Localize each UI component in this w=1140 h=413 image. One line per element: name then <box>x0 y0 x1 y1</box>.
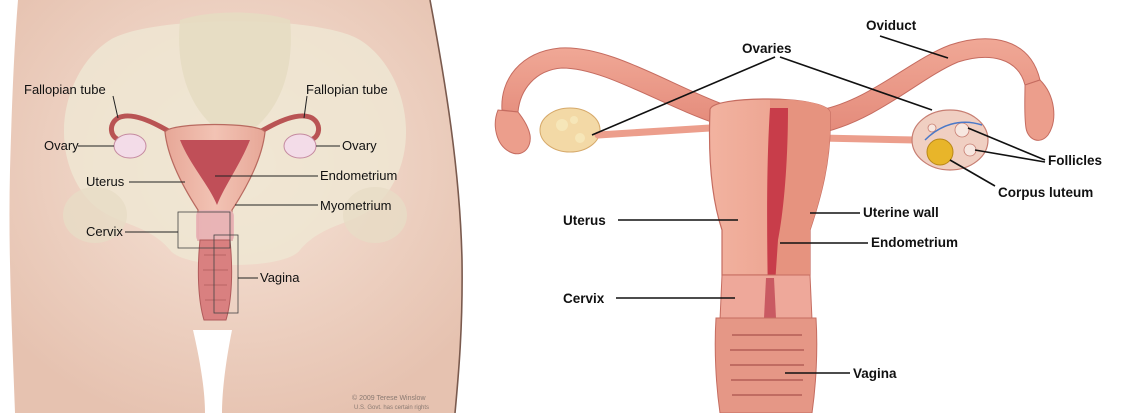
left-anatomy-panel: Fallopian tube Fallopian tube Ovary Ovar… <box>0 0 470 413</box>
label-corpus-luteum: Corpus luteum <box>998 185 1093 200</box>
follicle-shape-1 <box>955 123 969 137</box>
ovary-right-shape <box>284 134 316 158</box>
fimbriae-right <box>1025 80 1054 140</box>
label-uterus-right: Uterus <box>563 213 606 228</box>
label-endometrium: Endometrium <box>320 168 397 183</box>
label-ovary-right: Ovary <box>342 138 377 153</box>
right-anatomy-panel: Ovaries Oviduct Follicles Corpus luteum … <box>470 0 1140 413</box>
cervix-canal <box>764 278 776 318</box>
ovary-left-shape <box>114 134 146 158</box>
follicle-shape-3 <box>928 124 936 132</box>
corpus-luteum-shape <box>927 139 953 165</box>
label-fallopian-tube-left: Fallopian tube <box>24 82 106 97</box>
left-anatomy-svg: Fallopian tube Fallopian tube Ovary Ovar… <box>0 0 470 413</box>
label-oviduct: Oviduct <box>866 18 917 33</box>
follicle-shape-2 <box>964 144 976 156</box>
copyright-text: © 2009 Terese Winslow <box>352 394 426 402</box>
label-endometrium-right: Endometrium <box>871 235 958 250</box>
label-ovary-left: Ovary <box>44 138 79 153</box>
vagina-shape <box>198 240 231 320</box>
label-follicles: Follicles <box>1048 153 1102 168</box>
cervix-shape <box>196 210 234 242</box>
leader-oviduct <box>880 36 948 58</box>
label-fallopian-tube-right: Fallopian tube <box>306 82 388 97</box>
copyright-note: U.S. Govt. has certain rights <box>354 405 429 411</box>
ovary-left-follicle-3 <box>570 116 578 124</box>
right-anatomy-svg: Ovaries Oviduct Follicles Corpus luteum … <box>470 0 1140 413</box>
ovary-left-follicle-1 <box>556 119 568 131</box>
oviduct-left-shape <box>502 48 725 125</box>
ligament-right <box>820 138 915 140</box>
label-vagina: Vagina <box>260 270 300 285</box>
ligament-left <box>598 128 710 135</box>
label-myometrium: Myometrium <box>320 198 392 213</box>
label-cervix-right: Cervix <box>563 291 605 306</box>
label-uterus: Uterus <box>86 174 125 189</box>
label-ovaries: Ovaries <box>742 41 792 56</box>
ovary-left-follicle-2 <box>575 133 585 143</box>
label-cervix: Cervix <box>86 224 123 239</box>
hip-socket-right <box>343 187 407 243</box>
fimbriae-left <box>495 110 530 154</box>
ovary-left-right-shape <box>540 108 600 152</box>
label-uterine-wall: Uterine wall <box>863 205 939 220</box>
label-vagina-right: Vagina <box>853 366 897 381</box>
